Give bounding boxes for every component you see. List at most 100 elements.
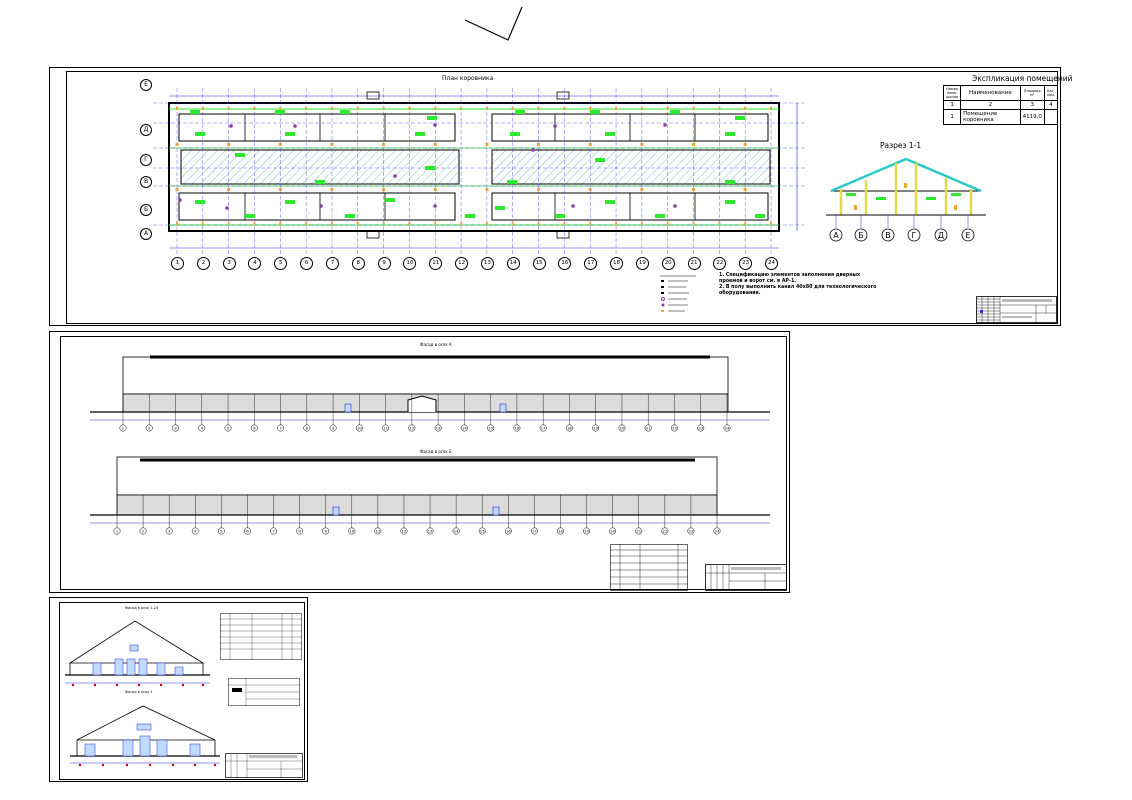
title-block — [225, 753, 303, 778]
column-axis-label: 19 — [635, 257, 649, 270]
facade-axis-marker — [565, 424, 573, 432]
facade-axis-label: 5 — [227, 426, 230, 431]
facade-axis-marker — [583, 527, 591, 535]
column-marker — [253, 222, 256, 225]
column-marker — [537, 107, 540, 110]
facade-axis-marker — [487, 424, 495, 432]
facade-axis-marker — [191, 527, 199, 535]
sheet-frame — [59, 602, 305, 780]
column-marker — [743, 143, 747, 146]
stall-block — [178, 113, 456, 142]
facade-axis-label: 14 — [462, 426, 467, 431]
facade-axis-marker — [434, 424, 442, 432]
column-marker — [434, 107, 437, 110]
section-axis-label: Д — [938, 231, 944, 240]
room-tag — [605, 200, 615, 204]
facade-axis-label: 10 — [357, 426, 362, 431]
facade-axis-marker — [165, 527, 173, 535]
index-cell: 4 — [1043, 100, 1059, 110]
facade-axis-marker — [539, 424, 547, 432]
section-axis-marker — [854, 228, 868, 242]
column-marker — [666, 107, 669, 110]
column-marker — [408, 222, 411, 225]
room-tag — [725, 180, 735, 184]
facade-axis-marker — [198, 424, 206, 432]
column-axis-label: 2 — [196, 257, 210, 270]
facade-axis-marker — [478, 527, 486, 535]
room-tag — [590, 110, 600, 114]
column-marker — [640, 222, 643, 225]
facade-axis-marker — [348, 527, 356, 535]
room-tag — [427, 116, 437, 120]
room-tag — [285, 132, 295, 136]
column-marker — [666, 222, 669, 225]
column-marker — [589, 107, 592, 110]
facade-axis-label: 8 — [298, 529, 301, 534]
column-axis-label: 1 — [171, 257, 184, 270]
facade-axis-marker — [270, 527, 277, 535]
feeding-passage — [180, 149, 460, 185]
facade-axis-label: 1 — [122, 426, 125, 431]
facade-axis-label: 23 — [698, 426, 703, 431]
section-axis-marker — [907, 228, 921, 242]
equipment-marker — [673, 204, 677, 208]
facade-axis-marker — [224, 424, 232, 432]
facade-axis-marker — [250, 424, 258, 432]
column-marker — [305, 222, 308, 225]
equipment-marker — [433, 204, 437, 208]
room-tag — [495, 206, 505, 210]
room-name: Помещение коровника — [960, 109, 1021, 125]
column-axis-label: 6 — [300, 257, 314, 270]
column-marker — [588, 143, 592, 146]
column-marker — [485, 188, 489, 191]
room-tag — [285, 200, 295, 204]
plan-title: План коровника — [442, 75, 494, 82]
sheet-frame — [60, 336, 787, 590]
facade-axis-label: 4 — [194, 529, 197, 534]
facade-axis-marker — [400, 527, 408, 535]
facade-axis-marker — [618, 424, 626, 432]
room-tag — [605, 132, 615, 136]
facade-axis-marker — [139, 527, 147, 535]
column-marker — [537, 222, 540, 225]
column-axis-label: 16 — [558, 257, 572, 270]
feeding-passage — [491, 149, 771, 185]
equipment-marker — [393, 174, 397, 178]
column-marker — [485, 222, 488, 225]
facade-axis-label: 12 — [409, 426, 414, 431]
facade-axis-label: 9 — [332, 426, 335, 431]
column-marker — [460, 107, 463, 110]
column-marker — [382, 107, 385, 110]
column-marker — [433, 143, 437, 146]
facade-axis-marker — [322, 527, 330, 535]
column-marker — [176, 107, 178, 110]
header-number: Номер поме-щения — [942, 85, 962, 101]
room-area: 4119,0 — [1019, 109, 1045, 125]
equipment-marker — [229, 124, 233, 128]
column-marker — [175, 143, 179, 146]
facade-axis-label: 1 — [116, 529, 119, 534]
room-tag — [725, 132, 735, 136]
room-tag — [345, 214, 355, 218]
column-axis-label: 22 — [713, 257, 727, 270]
header-category: Кат. пом. — [1043, 85, 1059, 101]
column-axis-label: 14 — [506, 257, 520, 270]
facade-axis-label: 11 — [375, 529, 380, 534]
column-axis-label: 23 — [739, 257, 753, 270]
section-axis-label: Б — [858, 231, 864, 240]
column-marker — [743, 188, 747, 191]
column-marker — [511, 222, 514, 225]
column-axis-label: 4 — [248, 257, 262, 270]
column-marker — [227, 107, 230, 110]
facade-axis-label: 13 — [436, 426, 441, 431]
facade-axis-marker — [113, 527, 121, 535]
column-marker — [718, 107, 721, 110]
row-axis-label: Е — [140, 79, 152, 91]
facade-axis-marker — [452, 527, 460, 535]
facade-axis-label: 22 — [662, 529, 667, 534]
explication-title: Экспликация помещений — [972, 74, 1073, 83]
facade-axis-marker — [723, 424, 731, 432]
column-marker — [460, 222, 463, 225]
column-marker — [330, 188, 334, 191]
